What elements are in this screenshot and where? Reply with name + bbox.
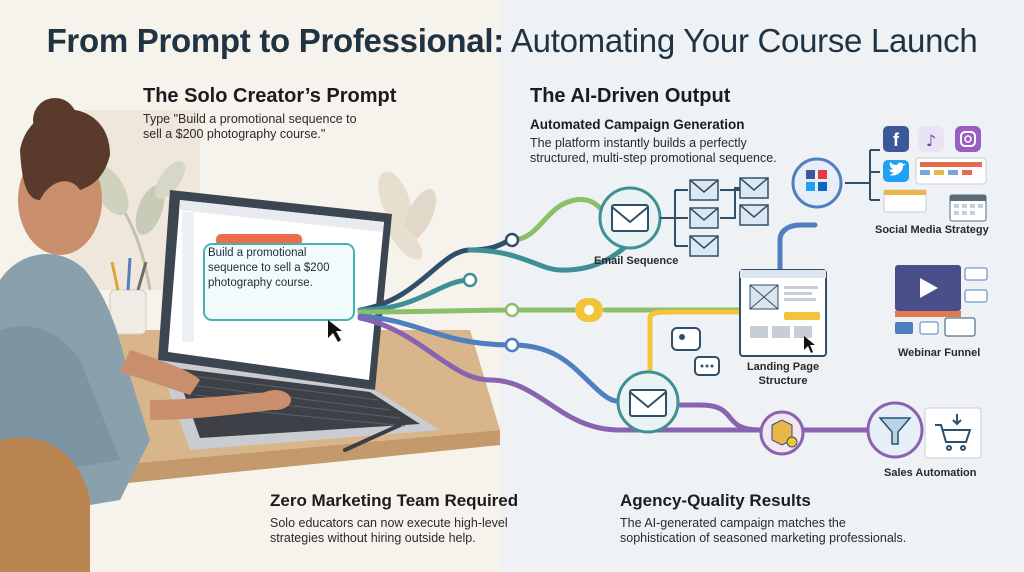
facebook-icon <box>883 126 909 152</box>
right-bottom-heading: Agency-Quality Results <box>620 491 811 510</box>
calendar-icon <box>949 194 987 222</box>
landing-page-label: Landing Page Structure <box>746 361 820 387</box>
title-light: Automating Your Course Launch <box>510 22 978 59</box>
right-subtext: The platform instantly builds a perfectl… <box>530 136 777 165</box>
social-media-node: f ♪ <box>791 126 987 222</box>
pencil-icon <box>343 423 402 452</box>
person <box>0 98 291 572</box>
page-title: From Prompt to Professional: Automating … <box>0 22 1024 60</box>
landing-page-node <box>739 269 827 357</box>
instagram-icon <box>955 126 981 152</box>
tiktok-icon <box>918 126 944 152</box>
cursor-icon <box>328 320 342 342</box>
flow-lines <box>357 197 873 433</box>
social-media-label: Social Media Strategy <box>875 224 989 236</box>
email-sequence-node <box>598 177 769 257</box>
pencil-cup <box>109 257 148 335</box>
box-icon <box>759 410 805 456</box>
right-bottom-text: The AI-generated campaign matches the so… <box>620 516 907 545</box>
plant <box>91 161 186 291</box>
right-heading: The AI-Driven Output <box>530 85 731 107</box>
right-subheading: Automated Campaign Generation <box>530 117 745 132</box>
left-bottom-heading: Zero Marketing Team Required <box>270 491 519 510</box>
sales-node <box>866 401 982 459</box>
left-heading: The Solo Creator’s Prompt <box>143 85 397 107</box>
yellow-widget <box>575 298 603 322</box>
left-instruction: Type "Build a promotional sequence to se… <box>143 112 357 141</box>
play-icon <box>920 278 938 298</box>
chat-icon <box>671 327 720 376</box>
email-node <box>616 370 680 434</box>
screen-prompt: Build a promotional sequence to sell a $… <box>208 247 330 289</box>
laptop <box>158 190 440 450</box>
svg-text:♪: ♪ <box>926 131 936 150</box>
title-bold: From Prompt to Professional: <box>46 22 505 59</box>
cart-icon <box>935 414 972 451</box>
funnel-icon <box>878 417 912 445</box>
svg-text:f: f <box>893 130 900 150</box>
flow-nodes <box>462 232 520 353</box>
webinar-label: Webinar Funnel <box>898 347 981 359</box>
email-sequence-label: Email Sequence <box>594 255 679 267</box>
envelope-icon <box>689 177 769 257</box>
left-bottom-text: Solo educators can now execute high-leve… <box>270 516 508 545</box>
webinar-node <box>895 265 988 337</box>
sales-label: Sales Automation <box>884 467 977 479</box>
